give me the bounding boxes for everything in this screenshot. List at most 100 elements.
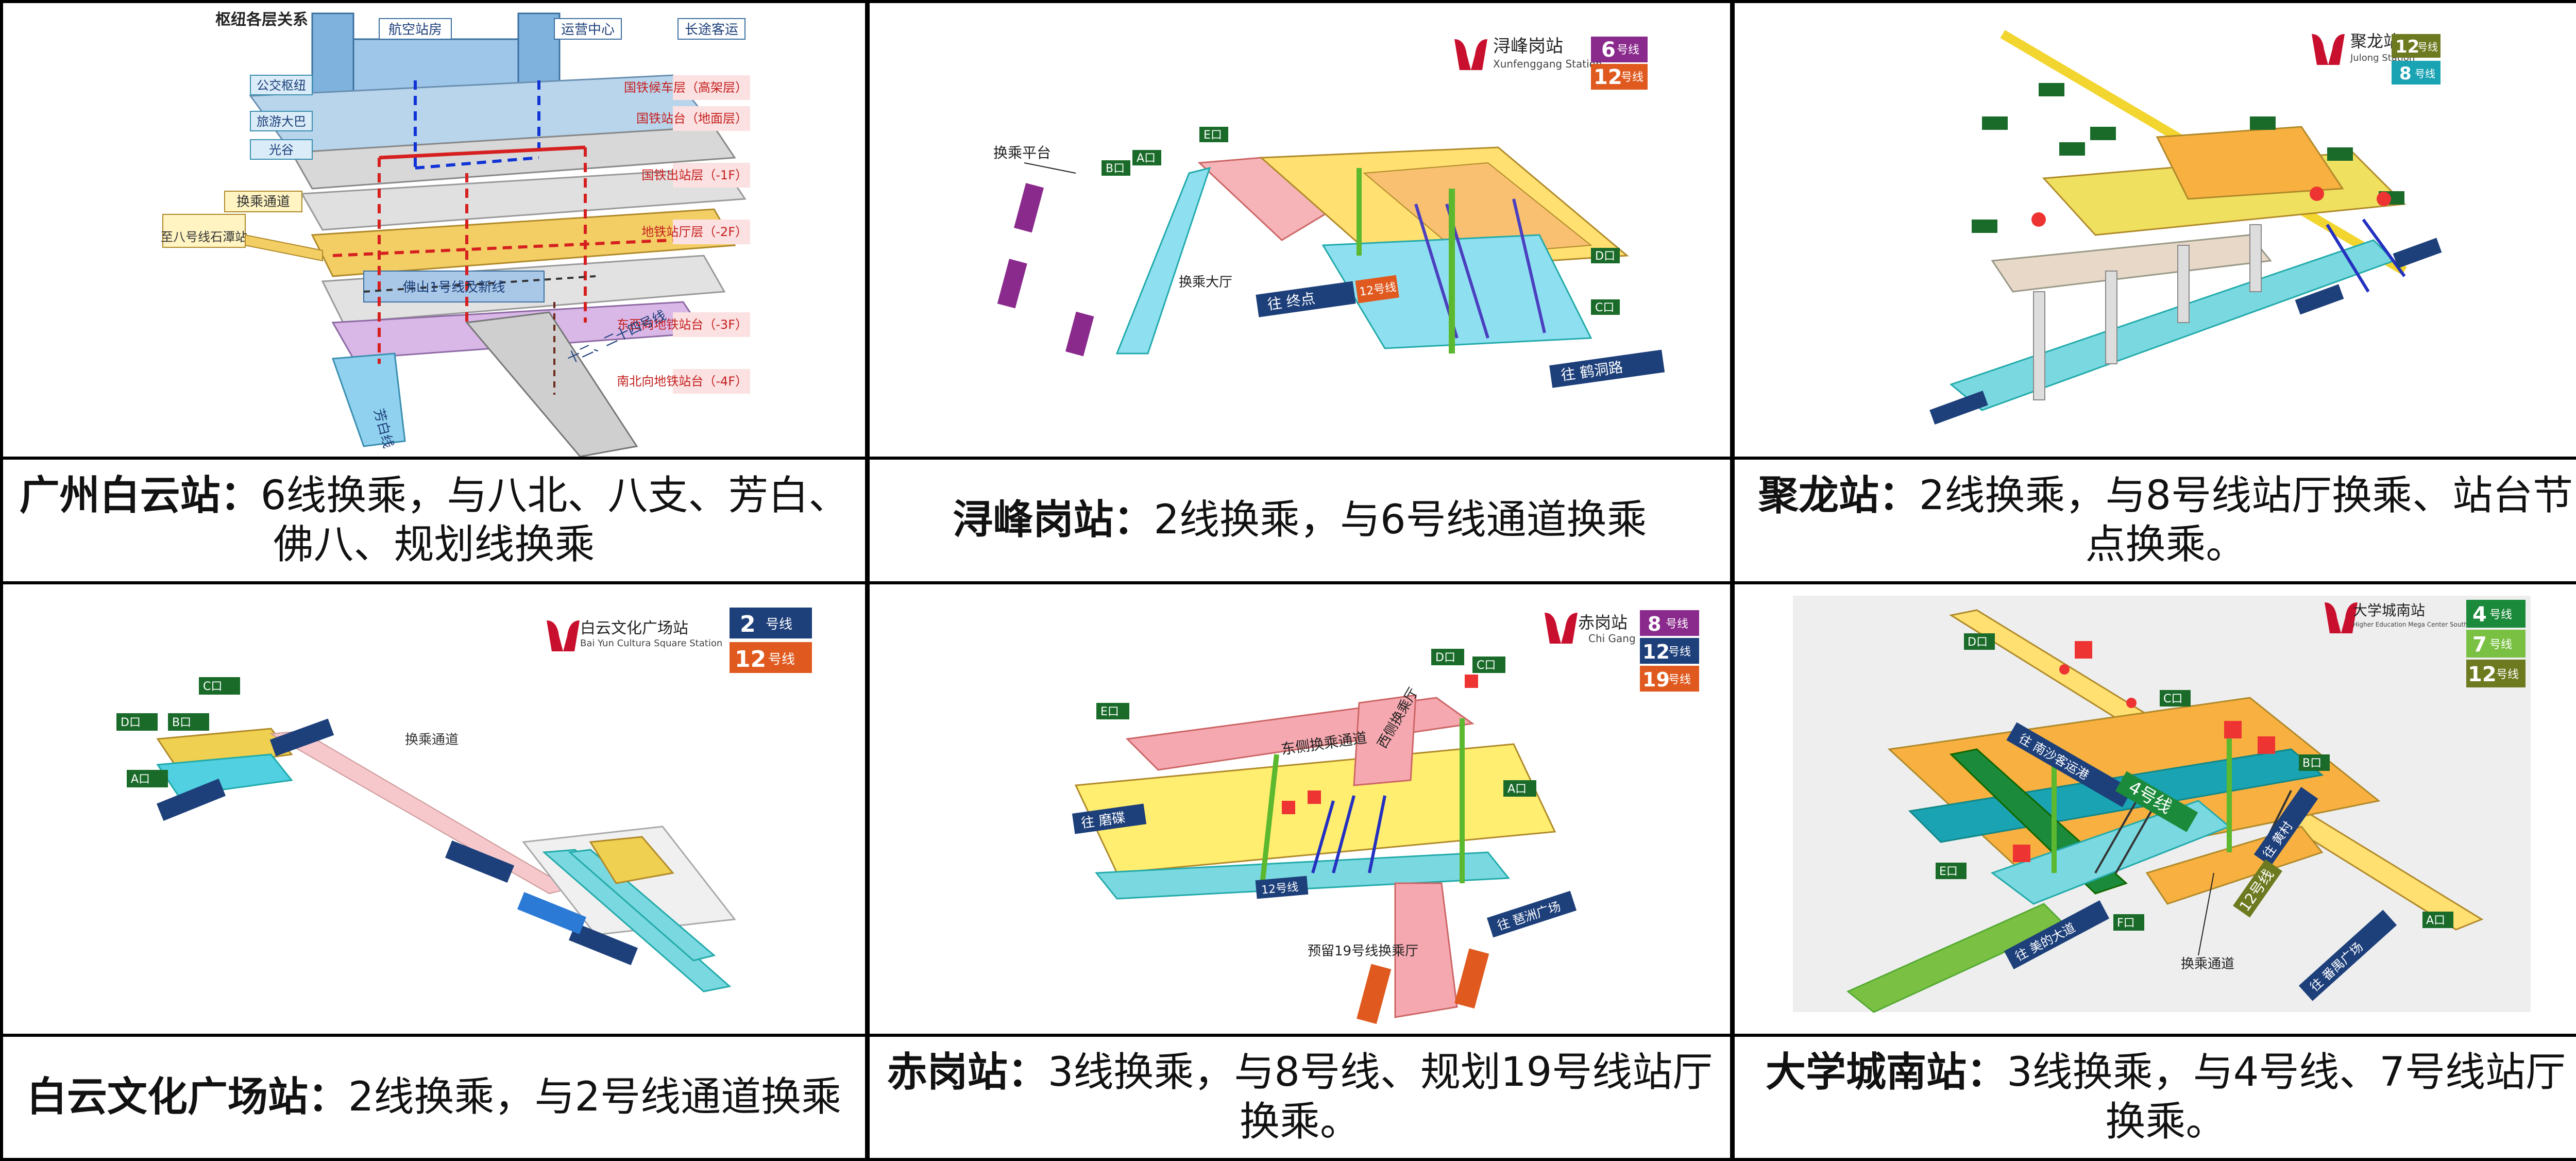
caption-separator: ： [1878, 472, 1919, 519]
caption-description: 3线换乘，与8号线、规划19号线站厅换乘。 [1047, 1049, 1713, 1145]
station-name-cn: 白云文化广场站 [580, 619, 688, 637]
exit-a: A口 [1507, 783, 1527, 796]
label-transfer-platform: 换乘平台 [993, 144, 1051, 161]
grid-line [0, 1158, 2576, 1161]
badge-line-4-num: 4 [2472, 603, 2487, 627]
caption-separator: ： [220, 472, 261, 519]
station-name-en: Bai Yun Cultura Square Station [580, 638, 722, 649]
badge-line-8-num: 8 [2399, 63, 2412, 84]
diagram-xunfenggang: 浔峰岗站 Xunfenggang Station 6 号线 12 号线 换乘平台… [870, 3, 1730, 457]
grid-line [865, 0, 870, 1161]
caption-separator: ： [1113, 497, 1154, 544]
caption-julong: 聚龙站：2线换乘，与8号线站厅换乘、站台节点换乘。 [1735, 460, 2576, 581]
badge-line-2-num: 2 [740, 611, 756, 637]
exit-a: A口 [1137, 152, 1156, 165]
label-transfer-passage: 换乘通道 [2181, 956, 2234, 972]
badge-line-19-text: 号线 [1668, 674, 1691, 686]
caption-baiyun-culture-square: 白云文化广场站：2线换乘，与2号线通道换乘 [3, 1037, 865, 1158]
grid-line [0, 457, 2576, 460]
grid-line [0, 0, 3, 1161]
label-reserved-19: 预留19号线换乘厅 [1308, 944, 1418, 959]
exit-a: A口 [2426, 914, 2445, 927]
exit-e: E口 [1939, 865, 1958, 878]
metro-logo-icon [1454, 39, 1487, 70]
diagram-julong: 聚龙站 Julong Station 12 号线 8 号线 [1735, 3, 2576, 457]
station-name-en: Higher Education Mega Center South Stati… [2353, 621, 2492, 628]
station-name-cn: 赤岗站 [1578, 613, 1628, 632]
badge-line-12-num: 12 [735, 646, 766, 672]
caption-station-name: 聚龙站 [1758, 472, 1879, 519]
layer-label-1: 国铁候车层（高架层） [624, 80, 748, 95]
caption-description: 2线换乘，与2号线通道换乘 [348, 1073, 842, 1120]
caption-description: 3线换乘，与4号线、7号线站厅换乘。 [2007, 1049, 2566, 1145]
station-name-cn: 浔峰岗站 [1493, 36, 1563, 57]
caption-description: 6线换乘，与八北、八支、芳白、佛八、规划线换乘 [260, 472, 849, 568]
label-bus: 公交枢纽 [257, 78, 306, 93]
grid-line [0, 581, 2576, 584]
layer-label-6: 南北向地铁站台（-4F） [617, 374, 748, 389]
caption-station-name: 白云文化广场站 [26, 1073, 308, 1120]
label-foshan-line: 佛山1号线及新线 [403, 280, 505, 295]
caption-university-town-south: 大学城南站：3线换乘，与4号线、7号线站厅换乘。 [1735, 1037, 2576, 1158]
metro-logo-icon [1545, 613, 1578, 644]
label-transfer: 换乘通道 [236, 194, 290, 210]
caption-station-name: 大学城南站 [1766, 1049, 1967, 1096]
exit-b: B口 [2302, 757, 2321, 770]
exit-d: D口 [121, 716, 141, 729]
badge-line-8-num: 8 [1648, 613, 1661, 635]
label-valley: 光谷 [269, 143, 294, 157]
exit-f: F口 [2117, 917, 2135, 930]
diagram-university-town-south: 大学城南站 Higher Education Mega Center South… [1735, 584, 2576, 1034]
label-airport: 航空站房 [388, 22, 442, 38]
badge-line-12-num: 12 [1642, 641, 1670, 663]
diagram-baiyun-culture-square: 白云文化广场站 Bai Yun Cultura Square Station 2… [3, 584, 865, 1034]
exit-e: E口 [1204, 129, 1222, 142]
exit-b: B口 [172, 716, 191, 729]
exit-c: C口 [203, 680, 222, 693]
exit-c: C口 [1477, 659, 1496, 672]
label-coach: 长途客运 [685, 22, 738, 38]
diagram-guangzhou-baiyun: 枢纽各层关系 [3, 3, 865, 457]
layer-label-5: 东西向地铁站台（-3F） [617, 317, 748, 332]
grid-line [1730, 0, 1735, 1161]
badge-line-8-text: 号线 [2415, 68, 2435, 80]
grid-line [0, 0, 2576, 3]
layer-label-3: 国铁出站层（-1F） [641, 168, 748, 182]
badge-line-12-num: 12 [2395, 37, 2419, 57]
caption-station-name: 赤岗站 [887, 1049, 1008, 1096]
layer-label-4: 地铁站厅层（-2F） [641, 225, 748, 239]
badge-line-12-num: 12 [2468, 663, 2497, 686]
station-name-cn: 大学城南站 [2353, 602, 2425, 619]
grid-line [0, 1034, 2576, 1037]
layer-label-2: 国铁站台（地面层） [636, 111, 748, 126]
badge-line-4-text: 号线 [2489, 609, 2512, 621]
badge-line-12-text: 号线 [2417, 41, 2438, 53]
badge-line-7-num: 7 [2472, 633, 2487, 657]
badge-line-12-text: 号线 [1668, 646, 1691, 659]
metro-logo-icon [2325, 602, 2358, 633]
badge-line-12-text: 号线 [1621, 71, 1643, 84]
station-name-en: Chi Gang [1588, 632, 1636, 645]
exit-e: E口 [1100, 705, 1119, 718]
label-to-line8: 至八号线石潭站 [161, 230, 247, 244]
badge-line-6-num: 6 [1601, 38, 1616, 62]
badge-line-12-text: 号线 [768, 652, 795, 667]
metro-logo-icon [547, 620, 580, 651]
badge-line-6-text: 号线 [1617, 44, 1639, 57]
station-name-en: Xunfenggang Station [1493, 58, 1602, 70]
badge-line-19-num: 19 [1642, 668, 1670, 691]
badge-line-8-text: 号线 [1666, 618, 1688, 631]
label-ops: 运营中心 [561, 22, 615, 38]
badge-line-12-num: 12 [1594, 65, 1622, 89]
caption-chigang: 赤岗站：3线换乘，与8号线、规划19号线站厅换乘。 [870, 1037, 1730, 1158]
caption-station-name: 广州白云站 [19, 472, 221, 519]
badge-line-12-text: 号线 [2496, 668, 2519, 681]
exit-c: C口 [2163, 693, 2182, 705]
exit-d: D口 [1435, 651, 1455, 664]
exit-d: D口 [1968, 636, 1988, 649]
exit-b: B口 [1106, 162, 1125, 175]
caption-separator: ： [1967, 1049, 2007, 1096]
caption-description: 2线换乘，与6号线通道换乘 [1154, 497, 1647, 544]
exit-c: C口 [1595, 301, 1614, 314]
